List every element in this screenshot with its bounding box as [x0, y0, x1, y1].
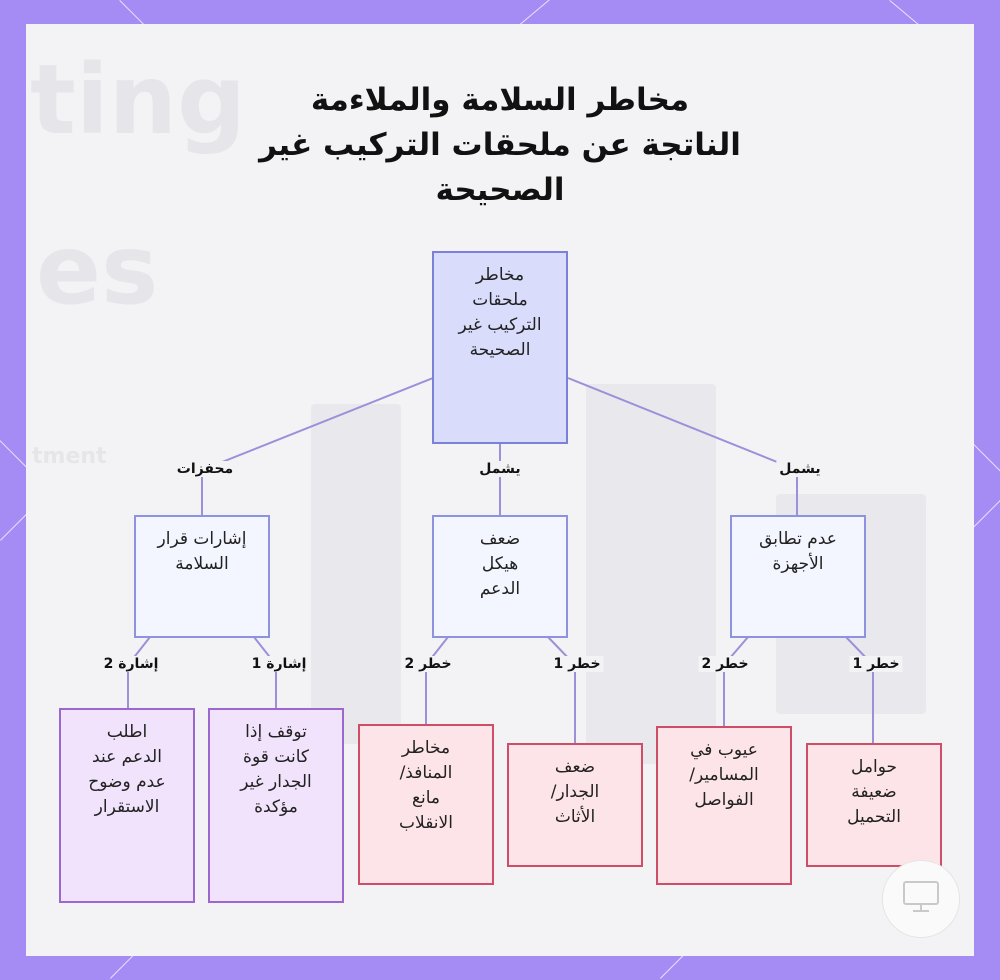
edge-label: خطر 2 — [698, 656, 752, 672]
edge-label: إشارة 1 — [248, 656, 310, 672]
node-text-line: التحميل — [847, 807, 901, 827]
edge-root-to-signals — [201, 377, 434, 515]
node-text-line: عدم وضوح — [88, 772, 166, 792]
edge-label: يشمل — [476, 461, 524, 477]
node-text-line: الجدار/ — [550, 782, 600, 802]
node-text-line: الانقلاب — [399, 813, 453, 833]
node-text-line: ضعف — [554, 757, 596, 777]
title-line: الناتجة عن ملحقات التركيب غير — [259, 127, 741, 163]
node-text-line: مانع — [411, 788, 441, 808]
leaf-node-stop-if-unsure: توقف إذا كانت قوة الجدار غير مؤكدة — [208, 708, 344, 903]
node-text-line: الاستقرار — [94, 797, 160, 817]
diagram-title: مخاطر السلامة والملاءمة الناتجة عن ملحقا… — [200, 78, 800, 213]
edge-label: خطر 1 — [849, 656, 903, 672]
node-text-line: الأثاث — [554, 807, 596, 827]
node-text-line: المسامير/ — [689, 765, 759, 785]
node-text-line: الدعم عند — [92, 747, 162, 767]
watermark-badge — [882, 860, 960, 938]
watermark-text: tment — [32, 444, 107, 469]
node-text-line: مؤكدة — [254, 797, 298, 817]
leaf-node-weak-mounts: حوامل ضعيفة التحميل — [806, 743, 942, 867]
leaf-node-seek-support: اطلب الدعم عند عدم وضوح الاستقرار — [59, 708, 195, 903]
edge-label: محفزات — [173, 461, 237, 477]
edge-structure-to-leaf3 — [425, 636, 449, 724]
watermark-text: es — [36, 214, 159, 326]
root-node: مخاطر ملحقات التركيب غير الصحيحة — [432, 251, 568, 444]
node-text-line: الأجهزة — [772, 554, 824, 574]
edge-signals-to-leaf2 — [253, 636, 277, 708]
edge-label: خطر 1 — [550, 656, 604, 672]
node-text-line: الفواصل — [694, 790, 754, 810]
category-node-safety-signals: إشارات قرار السلامة — [134, 515, 270, 638]
node-text-line: عيوب في — [690, 740, 758, 760]
category-node-hardware-mismatch: عدم تطابق الأجهزة — [730, 515, 866, 638]
node-text-line: ضعيفة — [851, 782, 897, 802]
edge-signals-to-leaf1 — [127, 636, 151, 708]
watermark-shape — [586, 384, 716, 764]
node-text-line: الصحيحة — [469, 340, 531, 360]
edge-label: يشمل — [776, 461, 824, 477]
leaf-node-outlet-risks: مخاطر المنافذ/ مانع الانقلاب — [358, 724, 494, 885]
node-text-line: اطلب — [106, 722, 148, 742]
leaf-node-weak-wall: ضعف الجدار/ الأثاث — [507, 743, 643, 867]
node-text-line: عدم تطابق — [759, 529, 837, 549]
node-text-line: إشارات قرار — [157, 529, 247, 549]
node-text-line: المنافذ/ — [399, 763, 453, 783]
node-text-line: الدعم — [479, 579, 521, 599]
edge-label: إشارة 2 — [100, 656, 162, 672]
node-text-line: هيكل — [481, 554, 519, 574]
category-node-weak-support: ضعف هيكل الدعم — [432, 515, 568, 638]
node-text-line: التركيب غير — [458, 315, 542, 335]
leaf-node-screw-defects: عيوب في المسامير/ الفواصل — [656, 726, 792, 885]
node-text-line: كانت قوة — [243, 747, 309, 767]
watermark-text: ting — [30, 44, 246, 156]
edge-structure-to-leaf4 — [547, 636, 576, 743]
edge-label: خطر 2 — [401, 656, 455, 672]
edge-root-to-hardware — [567, 377, 798, 515]
node-text-line: ملحقات — [472, 290, 528, 310]
node-text-line: السلامة — [175, 554, 229, 574]
edge-hardware-to-leaf5 — [723, 636, 749, 726]
title-line: مخاطر السلامة والملاءمة — [310, 82, 690, 118]
title-line: الصحيحة — [435, 172, 565, 208]
edge-hardware-to-leaf6 — [845, 636, 874, 743]
watermark-shape — [311, 404, 401, 744]
node-text-line: حوامل — [851, 757, 897, 777]
node-text-line: الجدار غير — [240, 772, 312, 792]
node-text-line: مخاطر — [475, 265, 525, 285]
node-text-line: توقف إذا — [245, 722, 307, 742]
node-text-line: مخاطر — [401, 738, 451, 758]
node-text-line: ضعف — [479, 529, 521, 549]
monitor-icon — [901, 879, 941, 919]
